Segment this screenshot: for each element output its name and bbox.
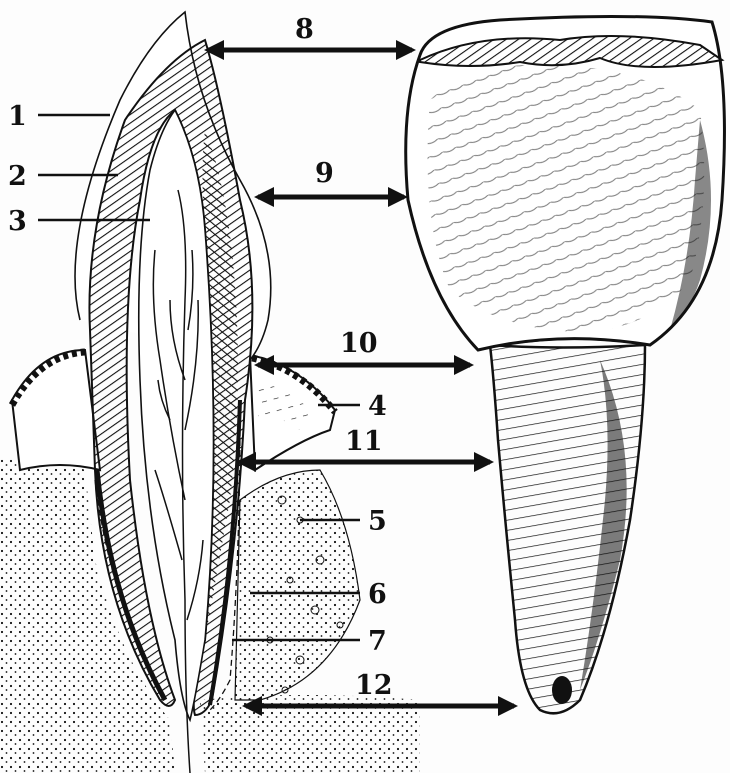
label-6: 6 [368, 579, 387, 610]
label-2: 2 [8, 161, 27, 192]
label-12: 12 [355, 670, 393, 701]
label-5: 5 [368, 506, 387, 537]
label-4: 4 [368, 391, 387, 422]
crown-hatching [428, 64, 705, 332]
label-3: 3 [8, 206, 27, 237]
sectioned-tooth [0, 12, 420, 773]
label-10: 10 [340, 328, 378, 359]
label-11: 11 [345, 426, 383, 457]
label-1: 1 [8, 101, 27, 132]
label-9: 9 [315, 158, 334, 189]
label-7: 7 [368, 626, 387, 657]
alveolar-bone-right [235, 470, 360, 700]
gingiva-left [12, 350, 100, 470]
apical-foramen [552, 676, 572, 704]
label-8: 8 [295, 14, 314, 45]
